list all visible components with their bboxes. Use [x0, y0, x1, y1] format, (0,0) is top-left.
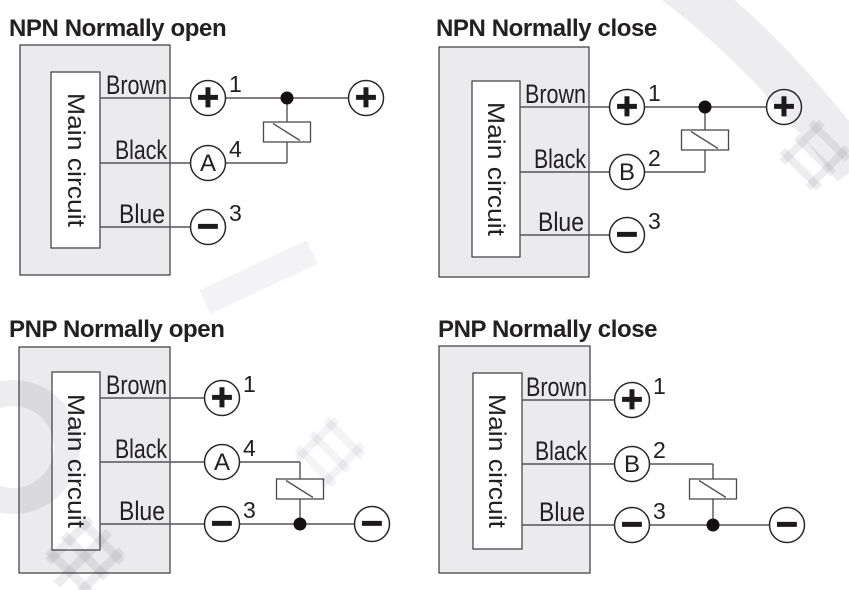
watermark-band [662, 0, 849, 182]
terminal-minus-circle [203, 505, 241, 543]
pin-number-4: 4 [229, 136, 242, 162]
relay-diagonal [272, 122, 301, 142]
terminal-b-symbol: B [624, 451, 640, 478]
pin-number-4: 4 [243, 435, 256, 461]
wire-label-black: Black [115, 135, 167, 165]
supply-terminal-symbol: + [773, 86, 795, 128]
pin-number-3: 3 [243, 497, 256, 523]
main-circuit-label: Main circuit [483, 394, 510, 528]
main-circuit-label: Main circuit [62, 93, 89, 227]
terminal-minus-symbol: − [616, 214, 638, 256]
relay-diagonal [690, 130, 719, 150]
terminal-b-symbol: B [619, 159, 635, 186]
terminal-plus-symbol: + [621, 379, 643, 421]
wire-label-brown: Brown [106, 70, 167, 100]
supply-terminal-circle [353, 505, 391, 543]
terminal-minus-symbol: − [621, 504, 643, 546]
supply-terminal-circle [347, 79, 385, 117]
main-circuit-box [472, 372, 523, 550]
pin-number-1: 1 [648, 80, 661, 106]
terminal-plus-symbol: + [616, 86, 638, 128]
terminal-b-circle [608, 153, 646, 191]
pin-number-1: 1 [229, 71, 242, 97]
terminal-minus-circle [189, 208, 227, 246]
terminal-a-circle [189, 144, 227, 182]
watermark-ring [0, 380, 80, 514]
supply-terminal-symbol: − [776, 504, 798, 546]
wire-label-black: Black [115, 434, 167, 464]
watermark-band [199, 240, 318, 314]
junction-dot [293, 517, 307, 531]
junction-dot [698, 100, 712, 114]
terminal-a-symbol: A [200, 150, 216, 177]
relay-diagonal [285, 479, 314, 499]
diagram-pnp-normally-open: PNP Normally open Main circuit Brown Bla… [9, 316, 391, 574]
watermark-glyph-fragment [779, 119, 849, 191]
main-circuit-label: Main circuit [482, 102, 509, 236]
terminal-plus-circle [613, 381, 651, 419]
pin-number-2: 2 [653, 437, 666, 463]
wire-label-blue: Blue [119, 199, 165, 229]
junction-dot [706, 518, 720, 532]
diagram-pnp-normally-close: PNP Normally close Main circuit Brown Bl… [438, 316, 806, 574]
wire-label-black: Black [535, 436, 587, 466]
pin-number-3: 3 [229, 200, 242, 226]
wire-label-brown: Brown [106, 370, 167, 400]
terminal-plus-circle [203, 379, 241, 417]
relay-diagonal [698, 479, 727, 499]
main-circuit-box [50, 71, 101, 249]
diagram-npn-normally-close: NPN Normally close Main circuit Brown Bl… [436, 15, 803, 278]
terminal-minus-symbol: − [211, 503, 233, 545]
terminal-a-circle [203, 443, 241, 481]
terminal-plus-symbol: + [197, 77, 219, 119]
wire-label-blue: Blue [539, 497, 585, 527]
supply-terminal-symbol: + [355, 77, 377, 119]
pin-number-3: 3 [648, 208, 661, 234]
main-circuit-label: Main circuit [62, 394, 89, 528]
supply-terminal-symbol: − [361, 503, 383, 545]
pin-number-2: 2 [648, 145, 661, 171]
wire-label-black: Black [534, 144, 586, 174]
watermark-glyph-fragment [45, 516, 125, 590]
terminal-plus-circle [608, 88, 646, 126]
terminal-minus-symbol: − [197, 206, 219, 248]
terminal-a-symbol: A [214, 449, 230, 476]
wire-label-blue: Blue [119, 496, 165, 526]
diagram-title: NPN Normally close [436, 15, 657, 42]
main-circuit-box [51, 371, 101, 551]
terminal-plus-symbol: + [211, 377, 233, 419]
pin-number-1: 1 [653, 373, 666, 399]
pin-number-1: 1 [243, 371, 256, 397]
supply-terminal-circle [765, 88, 803, 126]
diagram-title: PNP Normally close [438, 316, 657, 343]
terminal-b-circle [613, 445, 651, 483]
terminal-plus-circle [189, 79, 227, 117]
main-circuit-box [471, 80, 521, 258]
diagram-title: PNP Normally open [9, 316, 224, 343]
terminal-minus-circle [608, 216, 646, 254]
diagram-npn-normally-open: NPN Normally open Main circuit Brown Bla… [9, 15, 385, 276]
diagram-title: NPN Normally open [9, 15, 226, 42]
supply-terminal-circle [768, 506, 806, 544]
wire-label-blue: Blue [538, 207, 584, 237]
pin-number-3: 3 [653, 498, 666, 524]
junction-dot [280, 91, 294, 105]
watermark-glyph-fragment [294, 416, 366, 488]
wire-label-brown: Brown [525, 79, 586, 109]
terminal-minus-circle [613, 506, 651, 544]
wire-label-brown: Brown [526, 372, 587, 402]
